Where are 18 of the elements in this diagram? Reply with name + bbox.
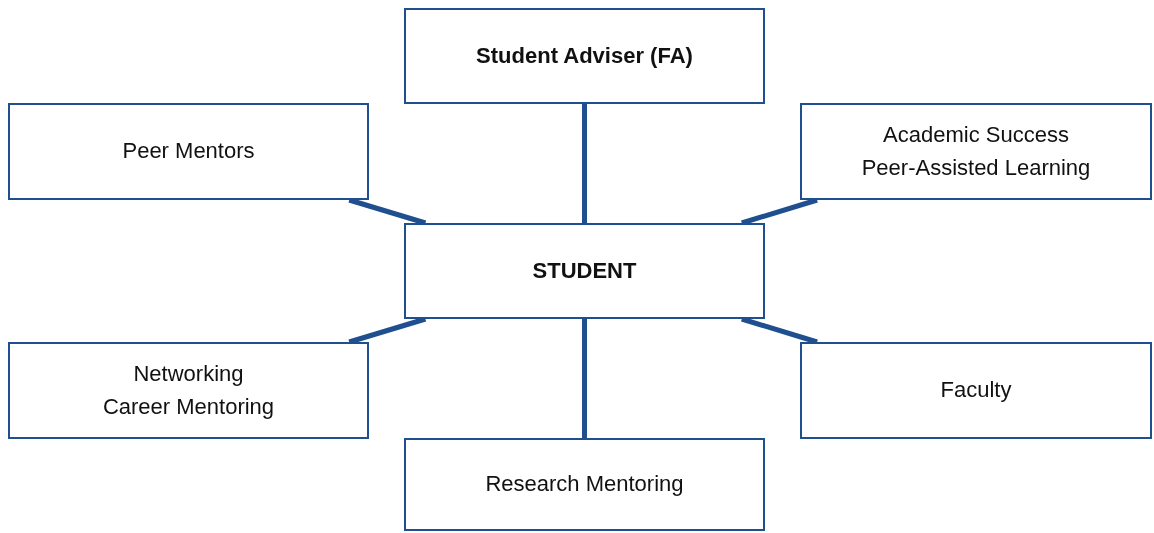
box-label: Academic Success [883, 122, 1069, 149]
text-box [404, 223, 765, 319]
box-label: Student Adviser (FA) [476, 42, 693, 70]
connector-line [582, 104, 587, 223]
text-box [8, 103, 369, 200]
text-box [800, 103, 1152, 200]
box-label: Career Mentoring [102, 393, 275, 420]
text-box [404, 438, 765, 531]
box-label: Peer Mentors [122, 138, 255, 165]
box-label: Faculty [940, 377, 1012, 404]
connector-line [582, 319, 587, 438]
text-box [8, 342, 369, 439]
box-label: Research Mentoring [485, 471, 684, 498]
text-box [800, 342, 1152, 439]
box-label: Networking [133, 361, 244, 388]
box-label: Peer-Assisted Learning [861, 154, 1091, 181]
text-box [404, 8, 765, 104]
box-label: STUDENT [532, 257, 637, 285]
